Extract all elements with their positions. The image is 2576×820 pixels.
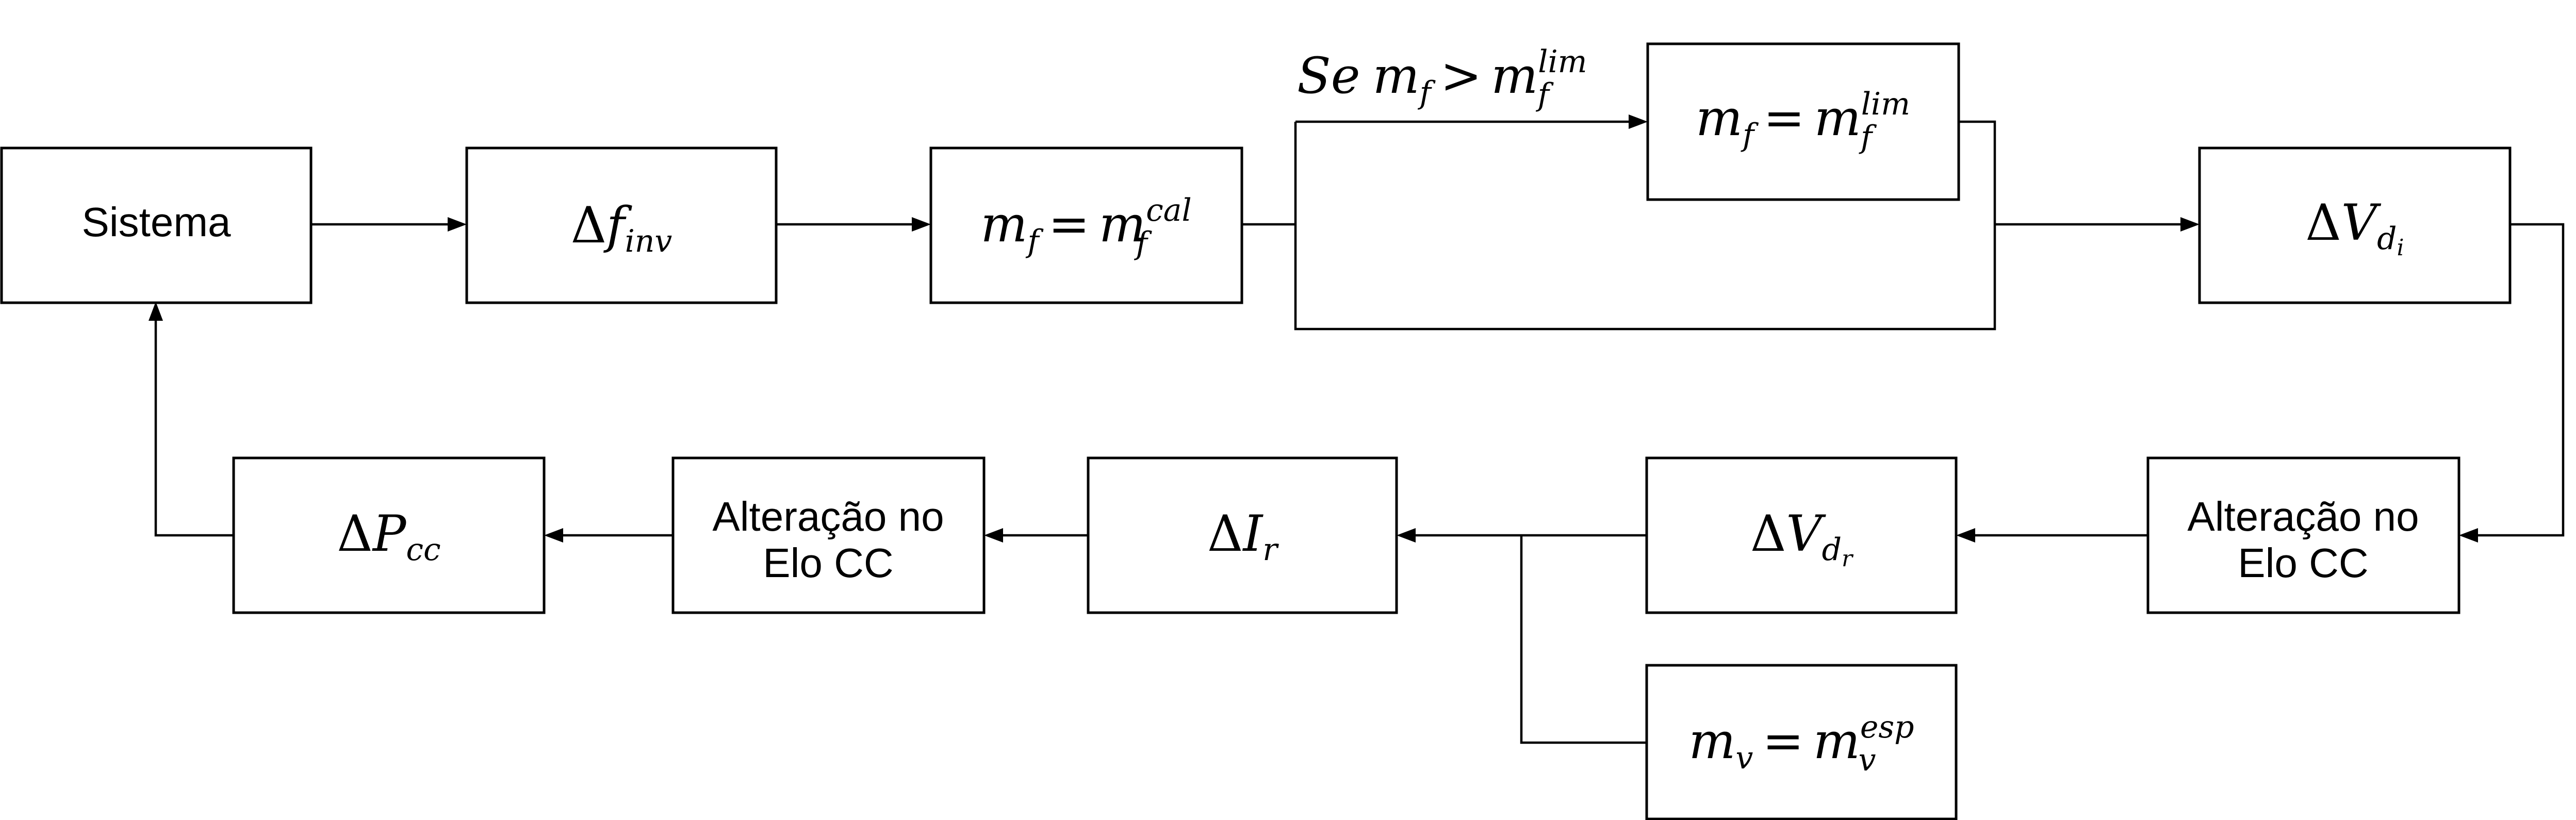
arrow-delta-v-di-to-alteracao — [2478, 223, 2565, 537]
arrowhead — [448, 217, 467, 232]
block-label-line2: Elo CC — [763, 540, 893, 586]
arrowhead — [2180, 217, 2200, 232]
block-alteracao-right: Alteração no Elo CC — [2146, 456, 2460, 614]
block-delta-i-r: ΔIr — [1087, 456, 1398, 614]
block-delta-f-inv: Δfinv — [465, 146, 778, 304]
branch-bypass-rect — [1294, 120, 1996, 331]
arrowhead — [1397, 528, 1416, 543]
block-alteracao-left: Alteração no Elo CC — [671, 456, 986, 614]
arrowhead — [984, 528, 1003, 543]
block-label: ΔPcc — [337, 505, 440, 568]
block-delta-p-cc: ΔPcc — [232, 456, 546, 614]
arrow-delta-p-cc-to-sistema — [154, 321, 234, 537]
block-label-line1: Alteração no — [2187, 494, 2419, 539]
block-label-line1: Alteração no — [712, 494, 944, 539]
block-label: ΔIr — [1207, 505, 1279, 568]
block-label: Sistema — [82, 199, 231, 245]
block-delta-v-dr: ΔVdr — [1645, 456, 1958, 614]
block-delta-v-di: ΔVdi — [2198, 146, 2512, 304]
block-label: ΔVdr — [1750, 505, 1854, 572]
arrowhead — [1629, 114, 1648, 129]
arrowhead — [1956, 528, 1975, 543]
arrowhead — [912, 217, 931, 232]
block-label: ΔVdi — [2305, 194, 2404, 261]
connectors — [149, 114, 2565, 744]
arrowhead — [149, 302, 163, 321]
block-sistema: Sistema — [0, 146, 313, 304]
arrowhead — [2459, 528, 2478, 543]
block-label: Δfinv — [571, 196, 672, 259]
block-label-line2: Elo CC — [2238, 540, 2368, 586]
arrowhead — [544, 528, 563, 543]
line-mv-esp-to-junction — [1520, 535, 1647, 744]
